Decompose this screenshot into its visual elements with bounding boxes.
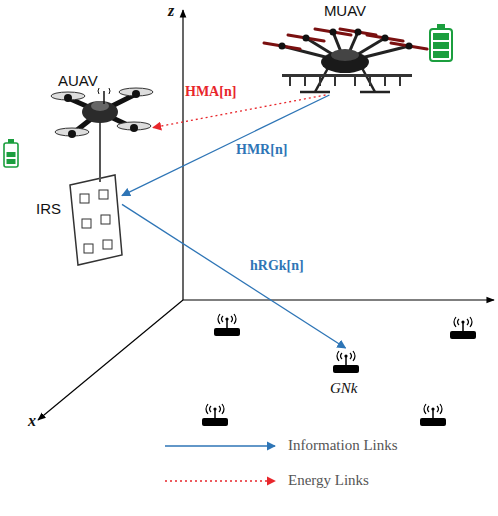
drone-leg — [315, 68, 328, 92]
drone-body — [82, 101, 118, 123]
spray-bar — [282, 74, 412, 77]
z-axis — [182, 10, 183, 300]
channel-label: HMR[n] — [236, 142, 287, 158]
nozzle — [289, 77, 291, 86]
drone-motors — [64, 90, 140, 138]
node-label: MUAV — [280, 2, 410, 19]
information-link — [122, 204, 346, 348]
irs-element — [84, 244, 93, 253]
nozzle — [384, 77, 386, 86]
legend-sample — [165, 445, 275, 446]
irs-panel-drawing — [70, 175, 122, 265]
drone-dome — [331, 49, 359, 61]
axis-label: x — [28, 412, 36, 430]
motor — [355, 29, 362, 36]
battery-bar — [433, 42, 449, 49]
ground-nodes — [202, 314, 476, 426]
muav-battery — [430, 24, 452, 61]
router-icon — [450, 317, 476, 339]
irs-panel: IRS — [72, 178, 122, 266]
router-icon — [214, 314, 240, 336]
energy-link — [153, 95, 326, 128]
legend-text: Information Links — [288, 437, 398, 454]
router-icon — [420, 404, 446, 426]
battery-bar — [433, 33, 449, 40]
muav-drone — [264, 29, 427, 93]
irs-element — [80, 194, 89, 203]
drone-dome — [91, 101, 109, 111]
antenna-waves — [98, 88, 110, 94]
x-axis — [38, 300, 183, 420]
drone-motors — [279, 29, 413, 50]
channel-label: hRGk[n] — [250, 258, 304, 274]
nozzle — [304, 77, 306, 86]
nozzle — [399, 77, 401, 86]
drone-skid — [300, 91, 330, 94]
propeller — [264, 43, 300, 49]
battery-bar — [7, 152, 16, 157]
router-icon — [202, 404, 228, 426]
motor — [330, 29, 337, 36]
information-link — [122, 95, 329, 196]
motor — [303, 35, 310, 42]
drone-leg — [362, 68, 375, 92]
battery-bar — [7, 159, 16, 164]
nozzle — [369, 77, 371, 86]
nozzle — [354, 77, 356, 86]
propeller — [391, 43, 427, 49]
irs-element — [82, 219, 91, 228]
battery-case — [4, 143, 18, 167]
irs-element — [103, 240, 112, 249]
irs-elements — [80, 190, 112, 253]
axis-label: z — [168, 2, 174, 20]
legend-text: Energy Links — [288, 472, 369, 489]
irs-surface — [70, 175, 122, 265]
ground-node: GNk — [318, 348, 373, 400]
antenna — [103, 91, 105, 104]
node-label: GNk — [330, 380, 373, 397]
channel-label: HMA[n] — [185, 84, 236, 100]
motor — [130, 124, 138, 132]
propeller — [367, 35, 403, 41]
battery-bar — [433, 51, 449, 58]
motor — [64, 94, 72, 102]
motor — [68, 130, 76, 138]
drone-node: MUAV — [280, 0, 410, 95]
legend-sample — [165, 480, 275, 481]
motor — [279, 43, 286, 50]
drone-skid — [360, 91, 390, 94]
battery-case — [430, 29, 452, 61]
router-icon — [333, 351, 359, 373]
nozzle — [319, 77, 321, 86]
drone-node: AUAV — [58, 70, 153, 150]
y-axis — [183, 299, 494, 300]
drone-arms — [282, 32, 409, 62]
drone-propellers — [51, 88, 153, 136]
auav-drone — [51, 88, 153, 182]
motor — [382, 35, 389, 42]
node-label: AUAV — [58, 72, 118, 89]
propeller — [288, 35, 324, 41]
node-label: IRS — [36, 200, 72, 217]
motor — [406, 43, 413, 50]
motor — [132, 90, 140, 98]
nozzle — [334, 77, 336, 86]
irs-mount — [99, 122, 101, 182]
drone-propellers — [264, 29, 427, 49]
auav-battery — [4, 139, 18, 167]
irs-element — [101, 215, 110, 224]
irs-element — [99, 190, 108, 199]
coordinate-axes — [38, 10, 494, 420]
spray-nozzles — [290, 77, 400, 86]
